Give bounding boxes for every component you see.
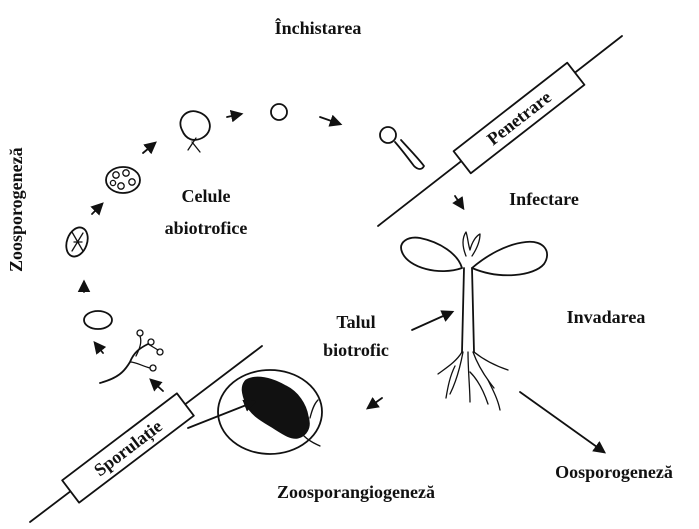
sporangium-with-zoospores bbox=[106, 167, 140, 193]
cycle-arrow-1 bbox=[95, 343, 103, 353]
cycle-arrow-5 bbox=[227, 114, 241, 117]
host-seedling bbox=[401, 232, 547, 410]
cycle-arrow-4 bbox=[143, 143, 155, 153]
cycle-arrow-6 bbox=[320, 117, 340, 124]
cycle-arrow-3 bbox=[92, 204, 102, 214]
encysted-spore bbox=[271, 104, 287, 120]
germinating-cyst bbox=[380, 127, 424, 169]
penetration-needle: Penetrare bbox=[454, 63, 585, 174]
label-zoosporangiogenesis: Zoosporangiogeneză bbox=[277, 482, 435, 502]
cycle-arrow-8 bbox=[368, 398, 382, 408]
zoosporangium-lesion bbox=[218, 370, 322, 454]
label-infection: Infectare bbox=[509, 189, 579, 209]
label-encystment: Închistarea bbox=[275, 17, 362, 38]
label-abiotrophic-cells-line2: abiotrofice bbox=[165, 218, 248, 238]
zoospore-cell-bottom bbox=[84, 311, 112, 329]
label-biotrophic-thallus-line2: biotrofic bbox=[323, 340, 389, 360]
label-oosporogenesis: Oosporogeneză bbox=[555, 462, 673, 482]
label-abiotrophic-cells-line1: Celule bbox=[182, 186, 231, 206]
flagellated-zoospore bbox=[180, 111, 209, 152]
cycle-arrow-7 bbox=[455, 196, 463, 208]
sporangiophore bbox=[100, 330, 163, 383]
sporulation-needle: Sporulație bbox=[62, 393, 194, 502]
label-invasion: Invadarea bbox=[567, 307, 646, 327]
dividing-cell bbox=[62, 224, 91, 259]
label-penetration: Penetrare bbox=[483, 87, 555, 149]
cycle-arrow-9 bbox=[151, 380, 163, 391]
biotrophic-pointer-arrow bbox=[412, 312, 452, 330]
label-zoosporogenesis: Zoosporogeneză bbox=[6, 147, 26, 272]
label-biotrophic-thallus-line1: Talul bbox=[336, 312, 375, 332]
oosporogenesis-arrow bbox=[520, 392, 604, 452]
label-sporulation: Sporulație bbox=[90, 416, 166, 481]
